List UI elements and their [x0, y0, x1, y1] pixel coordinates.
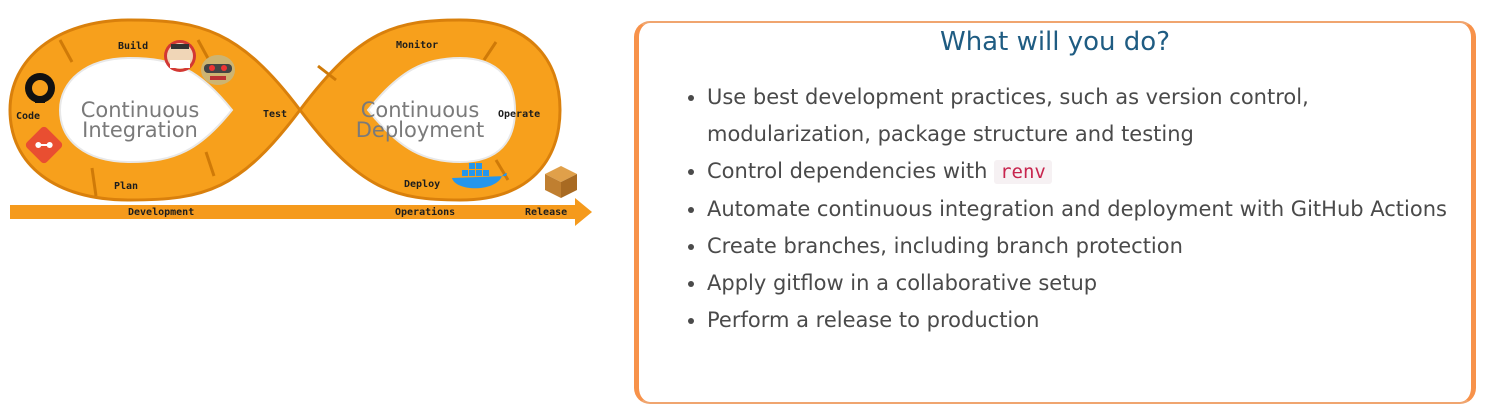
travis-icon: [201, 55, 235, 85]
what-will-you-do-panel: What will you do? Use best development p…: [634, 21, 1476, 404]
task-list: Use best development practices, such as …: [683, 79, 1447, 339]
stage-plan: Plan: [114, 181, 138, 192]
stage-monitor: Monitor: [396, 39, 438, 51]
stage-operate: Operate: [498, 109, 540, 120]
right-loop-hole: [366, 56, 517, 164]
timeline-arrow: [10, 198, 592, 226]
left-loop-title-1: Continuous: [81, 98, 200, 122]
list-item-text: Automate continuous integration and depl…: [707, 197, 1447, 221]
left-loop-title-2: Integration: [82, 118, 198, 142]
list-item: Use best development practices, such as …: [707, 79, 1447, 153]
list-item: Control dependencies with renv: [707, 153, 1447, 191]
arrow-release: Release: [525, 207, 567, 218]
panel-title: What will you do?: [939, 27, 1171, 57]
renv-code: renv: [994, 160, 1052, 184]
docker-icon: [452, 163, 507, 189]
list-item-text: Control dependencies with: [707, 159, 995, 183]
list-item: Perform a release to production: [707, 302, 1447, 339]
list-item-text: Apply gitflow in a collaborative setup: [707, 271, 1098, 295]
package-box-icon: [545, 166, 577, 198]
list-item: Automate continuous integration and depl…: [707, 191, 1447, 228]
list-item: Create branches, including branch protec…: [707, 228, 1447, 265]
list-item-text: Perform a release to production: [707, 308, 1040, 332]
list-item-text: Create branches, including branch protec…: [707, 234, 1183, 258]
right-loop-title-2: Deployment: [356, 118, 484, 142]
stage-test: Test: [263, 109, 287, 120]
list-item: Apply gitflow in a collaborative setup: [707, 265, 1447, 302]
stage-build: Build: [118, 40, 148, 52]
list-item-text: Use best development practices, such as …: [707, 85, 1309, 146]
right-loop-title-1: Continuous: [361, 98, 480, 122]
arrow-development: Development: [128, 207, 194, 218]
stage-dividers: [58, 39, 510, 197]
stage-deploy: Deploy: [404, 179, 440, 190]
github-icon: [25, 73, 55, 103]
devops-infinity-diagram: Continuous Integration Continuous Deploy…: [8, 18, 592, 226]
stage-code: Code: [16, 111, 40, 122]
arrow-operations: Operations: [395, 206, 455, 218]
git-icon: [25, 126, 63, 164]
jenkins-icon: [164, 40, 196, 72]
